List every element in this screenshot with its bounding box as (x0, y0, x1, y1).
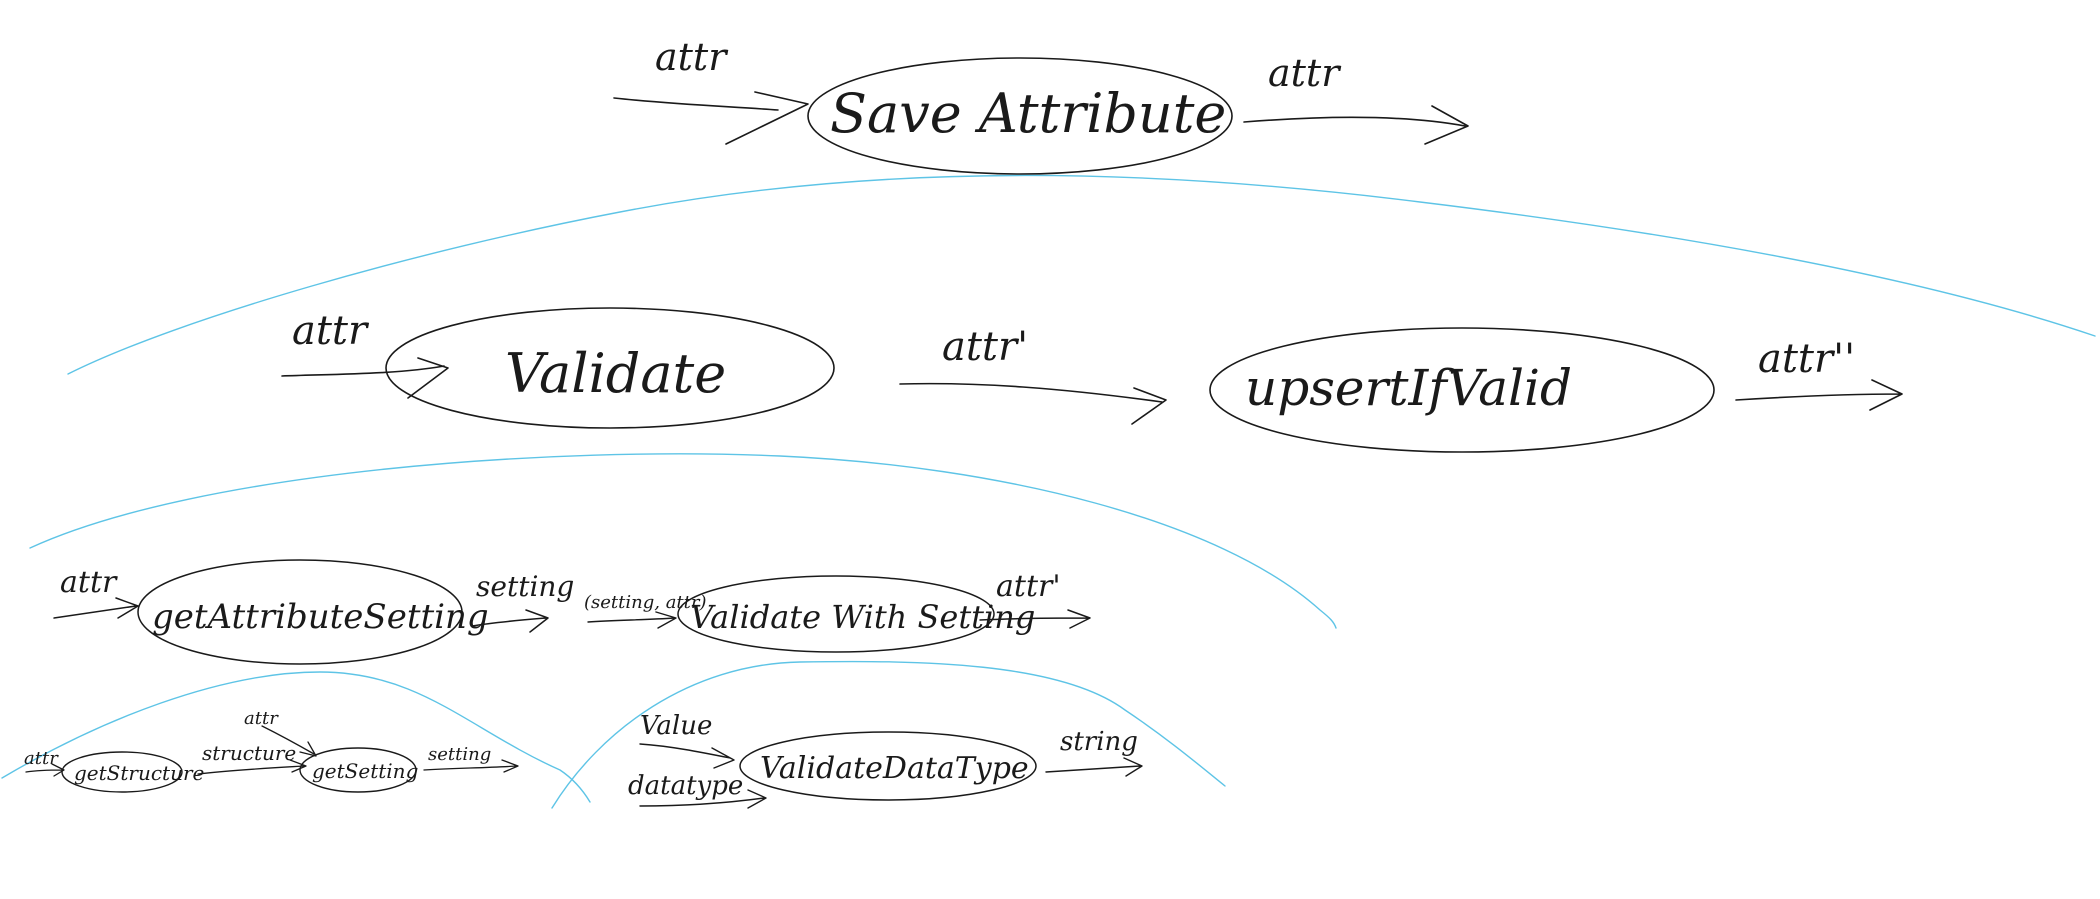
level4b-value-arrow (639, 743, 735, 769)
level3-pair-label: (setting, attr) (584, 592, 707, 613)
get-attribute-setting-label: getAttributeSetting (152, 597, 489, 637)
level2-out-arrow (1735, 379, 1903, 411)
level2-mid-arrow (899, 382, 1167, 425)
level1-in-arrow (613, 91, 809, 145)
level3-in-arrow (53, 597, 139, 619)
validate-node[interactable] (385, 307, 835, 429)
divider-curve-4 (551, 660, 1226, 809)
get-structure-label: getStructure (74, 761, 204, 785)
level3-out-arrow (979, 609, 1091, 629)
level3-setting-label: setting (476, 570, 574, 603)
upsert-if-valid-node[interactable] (1209, 327, 1715, 453)
validate-datatype-node[interactable] (739, 731, 1037, 801)
level4a-structure-label: structure (202, 741, 296, 765)
level4a-structure-arrow (197, 759, 307, 775)
validate-label: Validate (505, 342, 726, 405)
level1-group: attr Save Attribute attr (613, 35, 1469, 175)
level2-output-label: attr'' (1758, 336, 1855, 382)
level2-group: attr Validate attr' upsertIfValid attr'' (281, 307, 1903, 453)
level4a-attr-label: attr (244, 708, 279, 729)
level3-group: attr getAttributeSetting setting (settin… (53, 559, 1091, 665)
level4a-group: attr getStructure structure attr getSett… (24, 708, 519, 793)
level4b-out-arrow (1045, 757, 1143, 777)
level2-in-arrow (281, 357, 449, 399)
save-attribute-label: Save Attribute (830, 82, 1226, 145)
level4a-out-arrow (423, 759, 519, 773)
level4b-group: Value datatype ValidateDataType string (628, 711, 1143, 809)
level3-pair-arrow (587, 611, 677, 629)
divider-curve-1 (67, 174, 2096, 375)
level1-out-arrow (1243, 105, 1469, 145)
level4b-datatype-arrow (639, 789, 767, 809)
level1-output-label: attr (1268, 51, 1342, 95)
upsert-if-valid-label: upsertIfValid (1245, 359, 1572, 417)
level4a-in-arrow (25, 763, 65, 777)
validate-datatype-label: ValidateDataType (760, 751, 1029, 786)
divider-curve-3 (1, 671, 591, 803)
get-attribute-setting-node[interactable] (137, 559, 463, 665)
get-setting-label: getSetting (312, 759, 418, 783)
level4b-output-label: string (1060, 727, 1138, 757)
validate-with-setting-node[interactable] (677, 575, 995, 653)
level3-setting-arrow (471, 609, 549, 633)
validate-with-setting-label: Validate With Setting (690, 598, 1035, 636)
level3-output-label: attr' (996, 569, 1061, 604)
level2-input-label: attr (292, 308, 370, 354)
divider-curve-2 (29, 453, 1337, 629)
save-attribute-node[interactable] (807, 57, 1233, 175)
get-structure-node[interactable] (61, 751, 183, 793)
level4b-datatype-label: datatype (628, 771, 743, 801)
level4a-attr-arrow (261, 725, 317, 757)
get-setting-node[interactable] (299, 747, 417, 793)
level3-input-label: attr (60, 565, 118, 600)
level4a-output-label: setting (428, 744, 491, 765)
level2-mid-label: attr' (942, 324, 1028, 370)
level4a-input-label: attr (24, 748, 59, 769)
level1-input-label: attr (655, 35, 729, 79)
level4b-value-label: Value (640, 711, 712, 741)
